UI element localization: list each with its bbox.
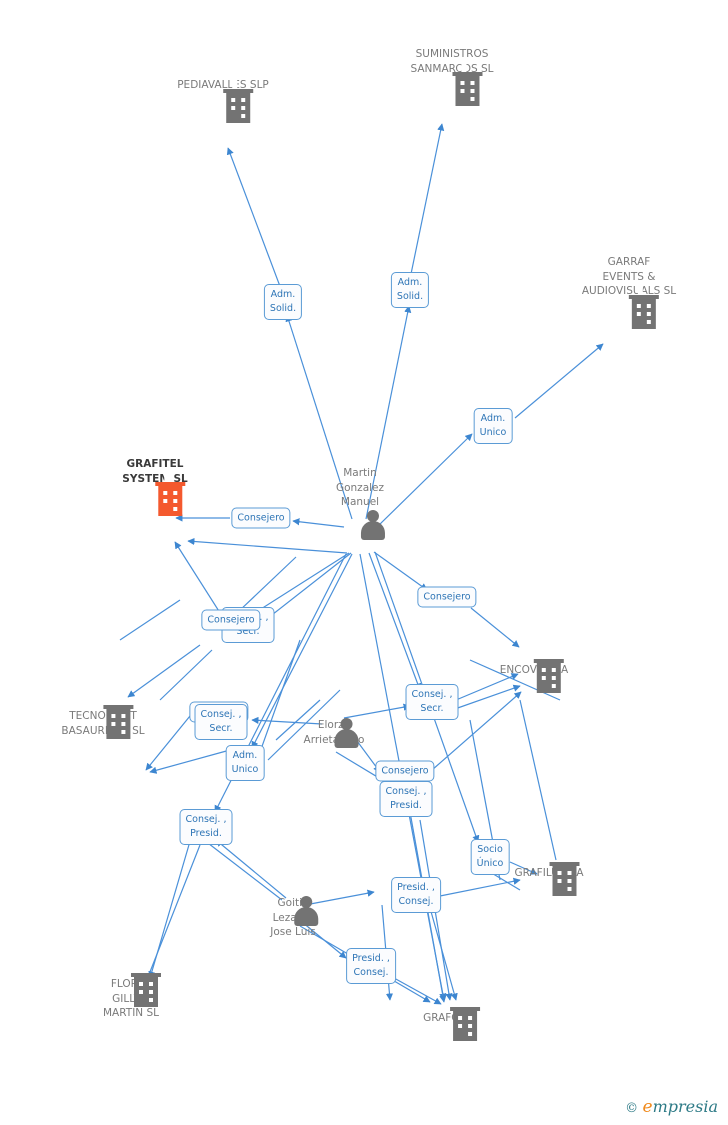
- copyright-symbol: ©: [625, 1101, 639, 1116]
- edge-label-socio-unico[interactable]: Socio Único: [470, 839, 510, 875]
- node-label: SANMARCOS SL: [410, 62, 494, 75]
- edge-label-line: Presid. ,: [397, 882, 435, 893]
- node-label: Elorza: [317, 719, 351, 731]
- node-label: Gonzalez: [335, 481, 385, 494]
- edge-label-adm-solid-pediavalles[interactable]: Adm. Solid.: [263, 284, 303, 320]
- edge-label-consej-presid-left[interactable]: Consej. , Presid.: [179, 809, 233, 845]
- node-grafo[interactable]: GRAFO SA: [423, 998, 480, 1041]
- node-label: GRAFITEL: [126, 458, 184, 470]
- node-garraf-events[interactable]: GARRAF EVENTS & AUDIOVISUALS SL: [581, 255, 677, 329]
- edge-label-consejero-grafitel[interactable]: Consejero: [231, 507, 291, 529]
- edge-label-line: Secr.: [236, 626, 260, 637]
- node-label: AUDIOVISUALS SL: [581, 285, 677, 297]
- edge-label-adm-unico-lower[interactable]: Adm. Unico: [225, 745, 265, 781]
- edge-label-line: Adm.: [480, 413, 506, 424]
- node-label: EVENTS &: [602, 270, 656, 283]
- node-label: MARTIN SL: [103, 1007, 159, 1019]
- node-label: SUMINISTROS: [415, 48, 489, 60]
- edge-label-line: Presid.: [390, 800, 422, 811]
- edge-label-line: Único: [476, 858, 504, 869]
- node-label: Jose Luis: [270, 926, 316, 938]
- edge-label-consejero-encover[interactable]: Consejero: [417, 586, 477, 608]
- edge-label-line: Adm.: [270, 289, 296, 300]
- node-label: Martin: [343, 467, 377, 479]
- edge-label-line: Adm.: [232, 750, 258, 761]
- node-martin-gonzalez-manuel[interactable]: Martin Gonzalez Manuel: [335, 466, 385, 540]
- edge-label-line: Consejero: [423, 591, 471, 603]
- node-grafitel-system[interactable]: GRAFITEL SYSTEM SL: [122, 457, 188, 516]
- edge-label-presid-consej-mid[interactable]: Presid. , Consej.: [391, 877, 441, 913]
- edge-label-line: Presid.: [190, 828, 222, 839]
- edge-label-line: Consejero: [207, 614, 255, 626]
- edge-label-line: Adm.: [397, 277, 423, 288]
- node-label: BASAURI XXI SL: [61, 724, 145, 737]
- edge-label-line: Consej. ,: [185, 814, 227, 825]
- edge-label-line: Consejero: [237, 512, 285, 524]
- watermark-empresia: © empresia: [625, 1097, 718, 1117]
- edge-label-consej-secr-tecnoprint[interactable]: Consej. , Secr.: [194, 704, 248, 740]
- edge-label-line: Presid. ,: [352, 953, 390, 964]
- node-tecnoprint-basauri[interactable]: TECNOPRINT BASAURI XXI SL: [61, 696, 145, 739]
- edge-label-line: Unico: [231, 764, 259, 775]
- edge-label-line: Socio: [477, 844, 503, 855]
- edge-label-line: Consejero: [381, 765, 429, 777]
- node-goitia-lezama-jose-luis[interactable]: Goitia Lezama Jose Luis: [270, 896, 318, 940]
- node-flores-gilly-martin[interactable]: FLORES GILLY Y MARTIN SL: [103, 964, 161, 1021]
- edge-label-line: Secr.: [209, 723, 233, 734]
- edge-label-line: Consej. ,: [200, 709, 242, 720]
- edge-label-consejero-elorza[interactable]: Consejero: [375, 760, 435, 782]
- edge-label-consej-presid-mid[interactable]: Consej. , Presid.: [379, 781, 433, 817]
- node-suministros-sanmarcos[interactable]: SUMINISTROS SANMARCOS SL: [410, 47, 494, 106]
- edge-label-line: Solid.: [269, 303, 297, 314]
- edge-label-line: Consej.: [353, 967, 389, 978]
- node-grafilur[interactable]: GRAFILUR SA: [514, 853, 584, 896]
- brand-name: mpresia: [652, 1097, 718, 1116]
- edge-label-adm-unico-garraf[interactable]: Adm. Unico: [473, 408, 513, 444]
- edge-label-adm-solid-suministros[interactable]: Adm. Solid.: [390, 272, 430, 308]
- node-elorza-arrieta-julio[interactable]: Elorza Arrieta Julio: [304, 718, 364, 748]
- edge-label-consejero-left-overlap[interactable]: Consejero: [201, 609, 261, 631]
- node-label: PEDIAVALLES SLP: [177, 79, 269, 91]
- edge-label-line: Solid.: [396, 291, 424, 302]
- node-encover[interactable]: ENCOVER SA: [500, 650, 568, 693]
- edge-label-presid-consej-goitia[interactable]: Presid. , Consej.: [346, 948, 396, 984]
- edge-label-line: Unico: [479, 427, 507, 438]
- node-label: SYSTEM SL: [122, 472, 188, 485]
- node-label: Manuel: [340, 496, 380, 508]
- edge-label-line: Consej. ,: [385, 786, 427, 797]
- node-label: TECNOPRINT: [69, 710, 137, 722]
- node-pediavalles[interactable]: PEDIAVALLES SLP: [177, 78, 269, 123]
- edge-label-line: Secr.: [420, 703, 444, 714]
- node-label: GARRAF: [607, 256, 651, 268]
- edge-label-line: Consej. ,: [411, 689, 453, 700]
- edge-label-consej-secr-encover[interactable]: Consej. , Secr.: [405, 684, 459, 720]
- brand-initial: e: [642, 1097, 653, 1117]
- edge-label-line: Consej.: [398, 896, 434, 907]
